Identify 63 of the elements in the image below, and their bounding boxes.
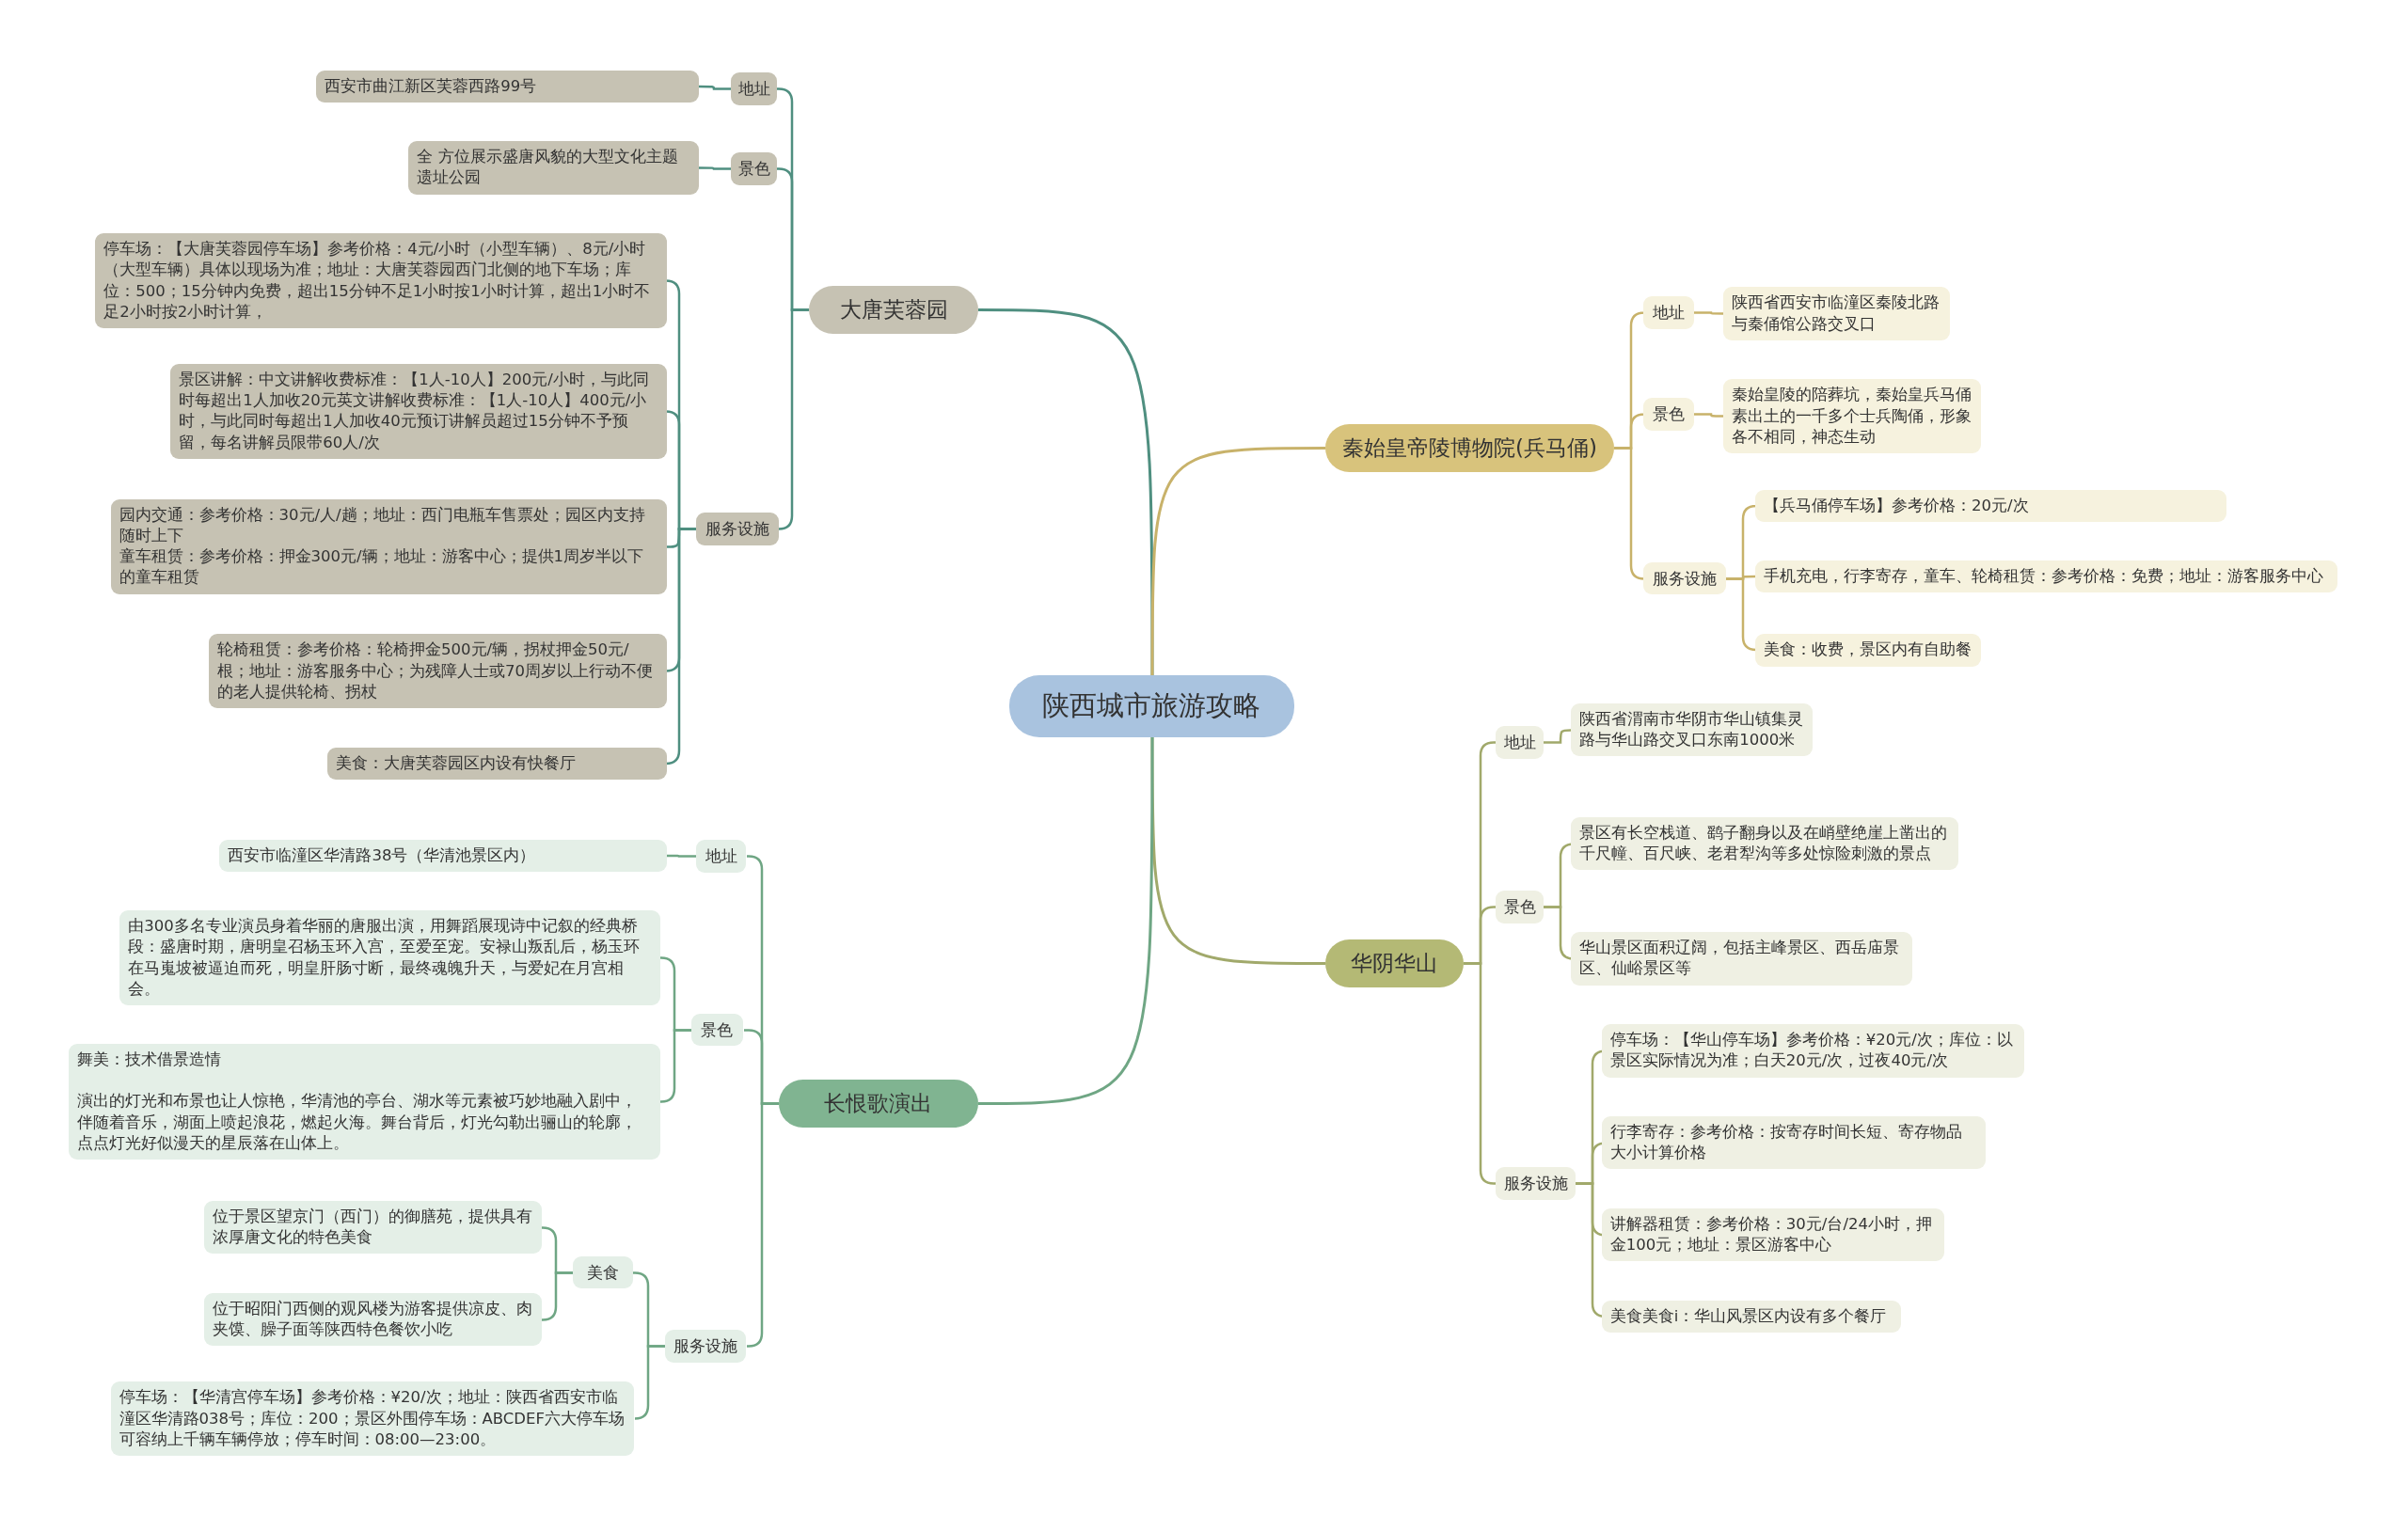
detail-card: 美食 — [572, 1255, 633, 1289]
detail-card: 由300多名专业演员身着华丽的唐服出演，用舞蹈展现诗中记叙的经典桥段：盛唐时期，唐明皇召杨玉环入宫，至爱至宠。安禄山叛乱后，杨玉环在马嵬坡被逼迫而死，明皇肝肠寸断，最终魂魄升天，与爱妃在月宫相会。 — [119, 910, 661, 1006]
connector-line — [1694, 413, 1723, 418]
detail-card: 秦始皇陵的陪葬坑，秦始皇兵马俑素出土的一千多个士兵陶俑，形象各不相同，神态生动 — [1722, 379, 1982, 454]
detail-card: 美食：大唐芙蓉园区内设有快餐厅 — [326, 748, 667, 781]
detail-card: 西安市曲江新区芙蓉西路99号 — [316, 71, 699, 103]
detail-card: 全 方位展示盛唐风貌的大型文化主题遗址公园 — [408, 141, 699, 195]
connector-line — [1150, 447, 1325, 675]
category-label: 服务设施 — [1642, 561, 1727, 595]
category-label: 地址 — [731, 71, 778, 105]
detail-card: 停车场：【华清宫停车场】参考价格：¥20/次；地址：陕西省西安市临潼区华清路038号；库位：200；景区外围停车场：ABCDEF六大停车场可容纳上千辆车辆停放；停车时间：08:00—23:00。 — [110, 1381, 635, 1457]
paragraph: 童车租赁：参考价格：押金300元/辆；地址：游客中心；提供1周岁半以下的童车租赁 — [119, 546, 645, 589]
category-label: 地址 — [1642, 296, 1694, 330]
category-label: 地址 — [695, 840, 747, 873]
detail-card: 【兵马俑停车场】参考价格：20元/次 — [1755, 489, 2227, 523]
detail-card — [69, 1044, 661, 1160]
connector-line — [659, 1029, 691, 1103]
connector-line — [699, 85, 731, 90]
paragraph: 演出的灯光和布景也让人惊艳，华清池的亭台、湖水等元素被巧妙地融入剧中，伴随着音乐，湖面上喷起浪花，燃起火海。舞台背后，灯光勾勒出骊山的轮廓，点点灯光好似漫天的星辰落在山体上。 — [77, 1091, 639, 1154]
connector-line — [747, 1102, 779, 1348]
connector-line — [1150, 736, 1325, 965]
connector-line — [777, 308, 809, 530]
detail-card: 景区讲解：中文讲解收费标准：【1人-10人】200元/小时，与此同时每超出1人加收20元英文讲解收费标准：【1人-10人】400元/小时，与此同时每超出1人加收40元预订讲解员超过15分钟不予预留，每名讲解员限带60人/次 — [170, 363, 667, 459]
branch-topic: 华阴华山 — [1324, 939, 1464, 988]
connector-line — [1464, 962, 1496, 1185]
detail-card: 美食美食i：华山风景区内设有多个餐厅 — [1601, 1300, 1902, 1334]
detail-card: 位于景区望京门（西门）的御膳苑，提供具有浓厚唐文化的特色美食 — [204, 1200, 543, 1255]
connector-line — [666, 854, 696, 858]
detail-card: 讲解器租赁：参考价格：30元/台/24小时，押金100元；地址：景区游客中心 — [1601, 1207, 1944, 1262]
detail-card: 行李寄存：参考价格：按寄存时间长短、寄存物品大小计算价格 — [1601, 1115, 1986, 1170]
connector-line — [1544, 729, 1571, 744]
central-topic: 陕西城市旅游攻略 — [1008, 675, 1295, 737]
detail-card: 西安市临潼区华清路38号（华清池景区内） — [219, 840, 667, 873]
connector-line — [978, 736, 1154, 1105]
detail-card: 停车场：【大唐芙蓉园停车场】参考价格：4元/小时（小型车辆）、8元/小时（大型车辆）具体以现场为准；地址：大唐芙蓉园西门北侧的地下车场；库位：500；15分钟内免费，超出15分钟不足1小时按1小时计算，超出1小时不足2小时按2小时计算， — [95, 233, 667, 329]
category-label: 服务设施 — [664, 1329, 747, 1363]
category-label: 景色 — [731, 151, 778, 185]
detail-card: 景区有长空栈道、鹞子翻身以及在峭壁绝崖上凿出的千尺幢、百尺峡、老君犁沟等多处惊险刺激的景点 — [1571, 816, 1958, 871]
detail-card: 停车场：【华山停车场】参考价格：¥20元/次；库位：以景区实际情况为准；白天20元/次，过夜40元/次 — [1601, 1023, 2024, 1078]
detail-card: 轮椅租赁：参考价格：轮椅押金500元/辆，拐杖押金50元/根；地址：游客服务中心；为残障人士或70周岁以上行动不便的老人提供轮椅、拐杖 — [209, 634, 667, 709]
detail-card: 陕西省西安市临潼区秦陵北路与秦俑馆公路交叉口 — [1722, 287, 1951, 340]
connector-line — [541, 1271, 573, 1321]
connector-line — [699, 166, 731, 170]
detail-card — [110, 498, 667, 594]
detail-card: 手机充电，行李寄存，童车、轮椅租赁：参考价格：免费；地址：游客服务中心 — [1755, 560, 2337, 593]
category-label: 景色 — [1642, 397, 1694, 431]
category-label: 景色 — [1496, 890, 1544, 923]
connector-line — [978, 308, 1154, 675]
category-label: 地址 — [1496, 726, 1544, 760]
branch-topic: 大唐芙蓉园 — [809, 285, 978, 334]
category-label: 服务设施 — [1496, 1166, 1576, 1200]
branch-topic: 秦始皇帝陵博物院(兵马俑) — [1324, 423, 1614, 472]
paragraph: 舞美：技术借景造情 — [77, 1050, 223, 1071]
paragraph: 园内交通：参考价格：30元/人/趟；地址：西门电瓶车售票处；园区内支持随时上下 — [119, 504, 646, 546]
detail-card: 陕西省渭南市华阴市华山镇集灵路与华山路交叉口东南1000米 — [1571, 702, 1813, 757]
branch-topic: 长恨歌演出 — [778, 1079, 978, 1128]
connector-line — [1694, 311, 1723, 315]
category-label: 服务设施 — [695, 513, 779, 546]
detail-card: 美食：收费，景区内有自助餐 — [1755, 634, 1982, 667]
connector-line — [633, 1345, 665, 1420]
detail-card: 华山景区面积辽阔，包括主峰景区、西岳庙景区、仙峪景区等 — [1571, 932, 1912, 986]
category-label: 景色 — [690, 1013, 744, 1047]
detail-card: 位于昭阳门西侧的观风楼为游客提供凉皮、肉夹馍、臊子面等陕西特色餐饮小吃 — [204, 1292, 543, 1347]
